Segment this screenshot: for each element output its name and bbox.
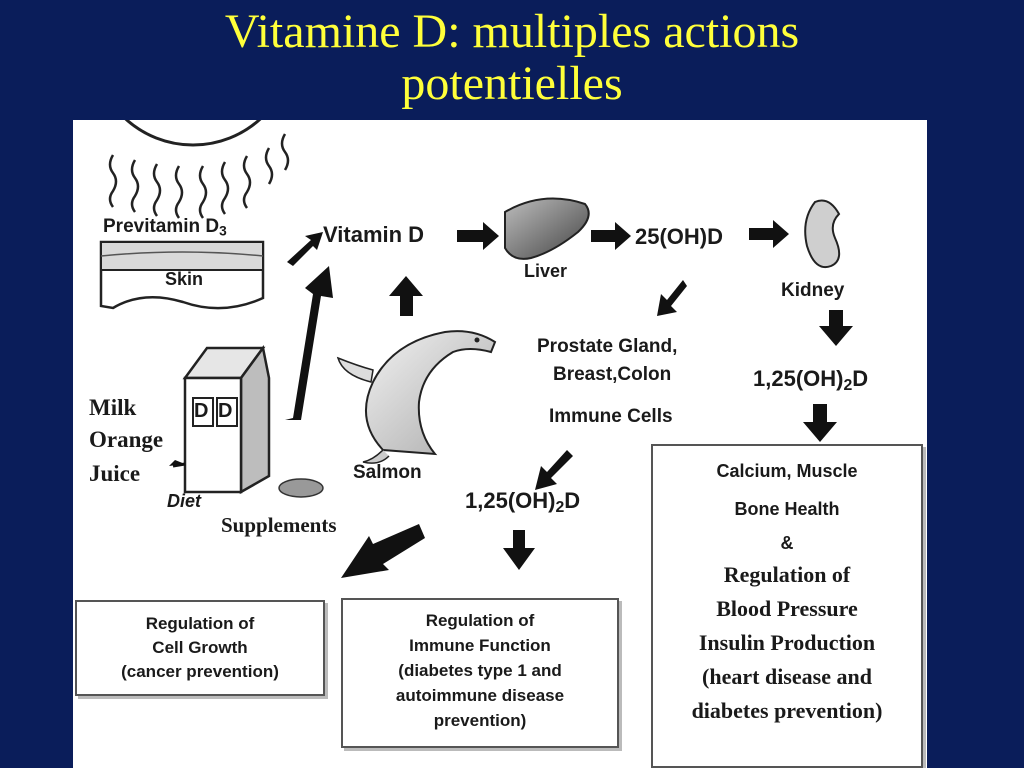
vitamin-d-diagram: Previtamin D3 Skin Vitamin D Liver 25(OH…	[73, 120, 927, 768]
diet-label: Diet	[167, 491, 202, 511]
box-cell-growth: Regulation of Cell Growth (cancer preven…	[75, 600, 325, 696]
arrow-calcitriol-to-box	[803, 404, 837, 442]
diagram-graphics	[99, 120, 853, 578]
box-calcium-health: Calcium, Muscle Bone Health & Regulation…	[651, 444, 923, 768]
calcitriol-right-label: 1,25(OH)2D	[753, 366, 869, 394]
sun-icon	[108, 120, 290, 219]
arrow-25ohd-to-prostate	[657, 280, 687, 316]
arrow-calcitriol-down	[503, 530, 535, 570]
calcitriol-center-label: 1,25(OH)2D	[465, 488, 581, 516]
immune-cells-label: Immune Cells	[549, 406, 673, 427]
box-immune-line: (diabetes type 1 and	[398, 661, 562, 680]
arrow-liver-to-25ohd	[591, 222, 631, 250]
flow-arrows	[169, 220, 853, 578]
vitamin-d-label: Vitamin D	[323, 222, 425, 247]
milk-carton-icon	[182, 344, 271, 495]
25ohd-label: 25(OH)D	[635, 224, 724, 249]
previtamin-label: Previtamin D3	[103, 216, 227, 239]
box-cell-growth-line: Regulation of	[145, 614, 255, 633]
box-immune-line: autoimmune disease	[395, 686, 565, 705]
liver-label: Liver	[524, 261, 568, 281]
salmon-label: Salmon	[353, 462, 422, 483]
box-immune-function: Regulation of Immune Function (diabetes …	[341, 598, 619, 748]
prostate-label-line2: Breast,Colon	[553, 364, 672, 385]
arrow-kidney-down	[819, 310, 853, 346]
box-calcium-line: Blood Pressure	[716, 596, 858, 621]
arrow-25ohd-to-kidney	[749, 220, 789, 248]
kidney-label: Kidney	[781, 280, 845, 301]
skin-layer-icon	[99, 240, 265, 310]
title-line-1: Vitamine D: multiples actions	[224, 5, 800, 58]
liver-icon	[504, 197, 590, 260]
prostate-label-line1: Prostate Gland,	[537, 336, 678, 357]
arrow-skin-to-vitamin	[287, 232, 323, 266]
box-immune-line: Immune Function	[409, 636, 551, 655]
milk-label: Milk	[89, 395, 137, 420]
box-immune-line: Regulation of	[425, 611, 535, 630]
arrow-vitamin-to-liver	[457, 222, 499, 250]
carton-letter-2: D	[218, 400, 233, 422]
salmon-icon	[336, 330, 497, 464]
supplements-label: Supplements	[221, 513, 337, 537]
box-cell-growth-line: (cancer prevention)	[121, 662, 279, 681]
box-calcium-line: Calcium, Muscle	[716, 461, 858, 481]
box-calcium-line: diabetes prevention)	[691, 698, 883, 723]
kidney-icon	[804, 199, 841, 268]
juice-label: Juice	[89, 461, 141, 486]
slide-title: Vitamine D: multiples actions potentiell…	[0, 6, 1024, 110]
box-cell-growth-line: Cell Growth	[152, 638, 248, 657]
arrow-immune-to-calcitriol	[535, 450, 573, 490]
box-calcium-line: Regulation of	[723, 562, 851, 587]
skin-label: Skin	[165, 269, 204, 289]
arrow-calcitriol-to-left-box	[341, 524, 425, 578]
title-line-2: potentielles	[401, 57, 623, 110]
carton-letter-1: D	[194, 400, 209, 422]
box-immune-line: prevention)	[433, 711, 527, 730]
box-calcium-line: &	[780, 533, 794, 553]
box-calcium-line: Insulin Production	[698, 630, 876, 655]
supplement-pill-icon	[278, 478, 324, 498]
box-calcium-line: Bone Health	[734, 499, 840, 519]
arrow-salmon-to-vitamin	[389, 276, 423, 316]
orange-label: Orange	[89, 427, 164, 452]
box-calcium-line: (heart disease and	[702, 664, 872, 689]
arrow-diet-to-vitamin	[285, 266, 333, 420]
